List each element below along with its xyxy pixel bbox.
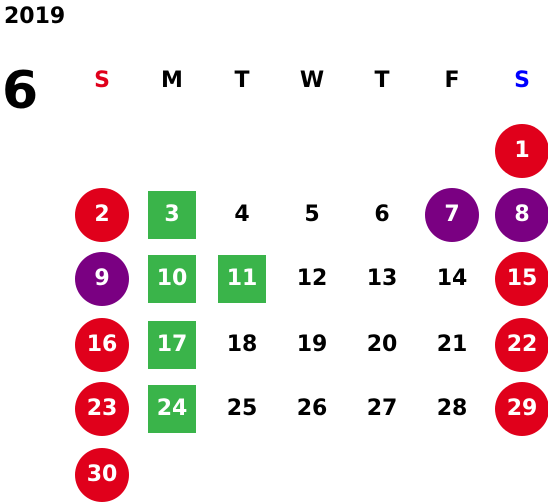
calendar-day[interactable]: 9 bbox=[75, 252, 129, 306]
weekday-label: M bbox=[161, 68, 183, 93]
weekday-label: T bbox=[234, 68, 250, 93]
calendar-day[interactable]: 3 bbox=[148, 191, 196, 239]
calendar-day[interactable]: 10 bbox=[148, 255, 196, 303]
month-number: 6 bbox=[2, 61, 39, 121]
calendar-day[interactable]: 19 bbox=[296, 332, 328, 357]
calendar-day[interactable]: 15 bbox=[495, 252, 548, 306]
calendar-day[interactable]: 21 bbox=[436, 332, 468, 357]
calendar-day[interactable]: 14 bbox=[436, 266, 468, 291]
calendar-day[interactable]: 20 bbox=[366, 332, 398, 357]
weekday-label: F bbox=[444, 68, 460, 93]
weekday-label: T bbox=[374, 68, 390, 93]
calendar-day[interactable]: 25 bbox=[226, 396, 258, 421]
weekday-label: S bbox=[94, 68, 110, 93]
calendar-day[interactable]: 8 bbox=[495, 188, 548, 242]
calendar-day[interactable]: 1 bbox=[495, 124, 548, 178]
calendar-day[interactable]: 29 bbox=[495, 382, 548, 436]
calendar-day[interactable]: 7 bbox=[425, 188, 479, 242]
calendar-day[interactable]: 23 bbox=[75, 382, 129, 436]
calendar-day[interactable]: 22 bbox=[495, 318, 548, 372]
calendar-day[interactable]: 24 bbox=[148, 385, 196, 433]
calendar-day[interactable]: 6 bbox=[374, 202, 390, 227]
calendar-day[interactable]: 5 bbox=[304, 202, 320, 227]
calendar-day[interactable]: 2 bbox=[75, 188, 129, 242]
weekday-label: W bbox=[299, 68, 325, 93]
calendar-day[interactable]: 12 bbox=[296, 266, 328, 291]
calendar-day[interactable]: 30 bbox=[75, 448, 129, 502]
calendar-day[interactable]: 27 bbox=[366, 396, 398, 421]
calendar-day[interactable]: 18 bbox=[226, 332, 258, 357]
calendar-day[interactable]: 17 bbox=[148, 321, 196, 369]
calendar-day[interactable]: 4 bbox=[234, 202, 250, 227]
calendar-day[interactable]: 13 bbox=[366, 266, 398, 291]
calendar-day[interactable]: 16 bbox=[75, 318, 129, 372]
calendar-day[interactable]: 26 bbox=[296, 396, 328, 421]
year-label: 2019 bbox=[4, 4, 66, 29]
weekday-label: S bbox=[514, 68, 530, 93]
calendar-day[interactable]: 11 bbox=[218, 255, 266, 303]
calendar-day[interactable]: 28 bbox=[436, 396, 468, 421]
